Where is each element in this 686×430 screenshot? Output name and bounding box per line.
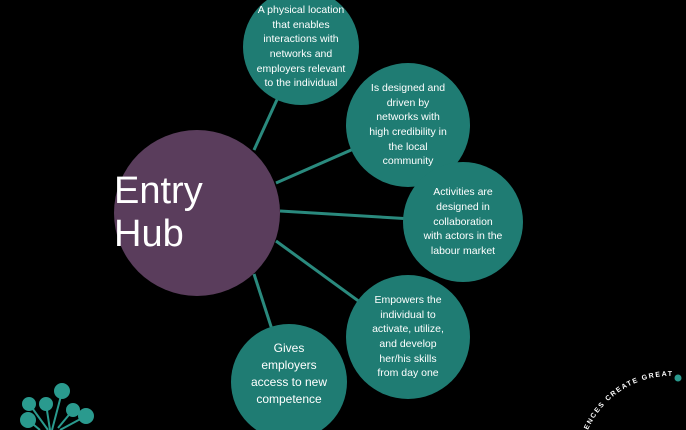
feature-node: Activities are designed in collaboration… — [403, 162, 523, 282]
feature-node: Empowers the individual to activate, uti… — [346, 275, 470, 399]
tagline-dot — [674, 374, 682, 382]
feature-node: Gives employers access to new competence — [231, 324, 347, 430]
feature-node: A physical location that enables interac… — [243, 0, 359, 105]
entry-hub-circle: Entry Hub — [114, 130, 280, 296]
logo-icon — [20, 383, 94, 430]
